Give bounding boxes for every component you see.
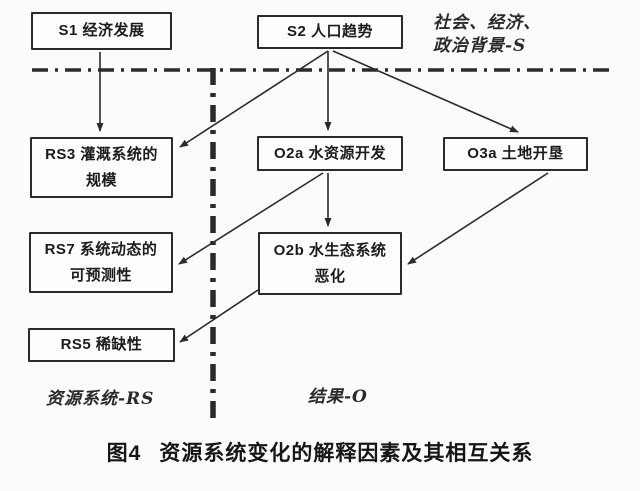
arrow-s2-to-o3a xyxy=(332,50,519,133)
node-rs3-label-line1: RS3 灌溉系统的 xyxy=(45,145,158,163)
node-rs7-label-line1: RS7 系统动态的 xyxy=(44,240,158,258)
node-o3a-label: O3a 土地开垦 xyxy=(467,145,564,162)
node-o2b-aquatic-ecosystem-deterioration: O2b 水生态系统 恶化 xyxy=(258,232,402,295)
node-s2-label: S2 人口趋势 xyxy=(286,23,373,40)
node-s1-label: S1 经济发展 xyxy=(58,22,145,39)
arrow-s2-to-rs3 xyxy=(179,50,329,148)
node-rs3-irrigation-system-scale: RS3 灌溉系统的 规模 xyxy=(30,137,173,198)
region-label-resource-system: 资源系统-RS xyxy=(46,389,155,409)
region-label-outcome: 结果-O xyxy=(308,387,368,407)
region-label-social-economic-political-background: 社会、经济、 政治背景-S xyxy=(433,12,541,58)
figure-caption: 图4 资源系统变化的解释因素及其相互关系 xyxy=(0,437,640,467)
node-s2-population-trend: S2 人口趋势 xyxy=(257,15,403,49)
node-o3a-land-reclamation: O3a 土地开垦 xyxy=(443,137,588,171)
arrow-o2a-to-rs7 xyxy=(178,172,324,265)
node-o2a-water-resource-development: O2a 水资源开发 xyxy=(257,136,403,171)
node-rs3-label-line2: 规模 xyxy=(85,171,117,189)
node-o2a-label: O2a 水资源开发 xyxy=(273,144,387,162)
node-rs7-system-dynamics-predictability: RS7 系统动态的 可预测性 xyxy=(29,232,173,293)
node-o2b-label-line1: O2b 水生态系统 xyxy=(273,241,387,259)
arrow-o2b-to-rs5 xyxy=(179,289,259,343)
node-rs5-label: RS5 稀缺性 xyxy=(60,336,143,353)
background-label-line1: 社会、经济、 xyxy=(433,13,541,33)
node-o2b-label-line2: 恶化 xyxy=(314,267,346,285)
figure-caption-text: 资源系统变化的解释因素及其相互关系 xyxy=(159,442,534,465)
node-rs7-label-line2: 可预测性 xyxy=(69,266,132,284)
node-s1-economic-development: S1 经济发展 xyxy=(31,12,172,50)
node-rs5-scarcity: RS5 稀缺性 xyxy=(28,328,175,362)
arrow-o3a-to-o2b xyxy=(407,172,549,265)
background-label-line2: 政治背景-S xyxy=(433,36,527,56)
figure-caption-number: 图4 xyxy=(106,442,142,465)
